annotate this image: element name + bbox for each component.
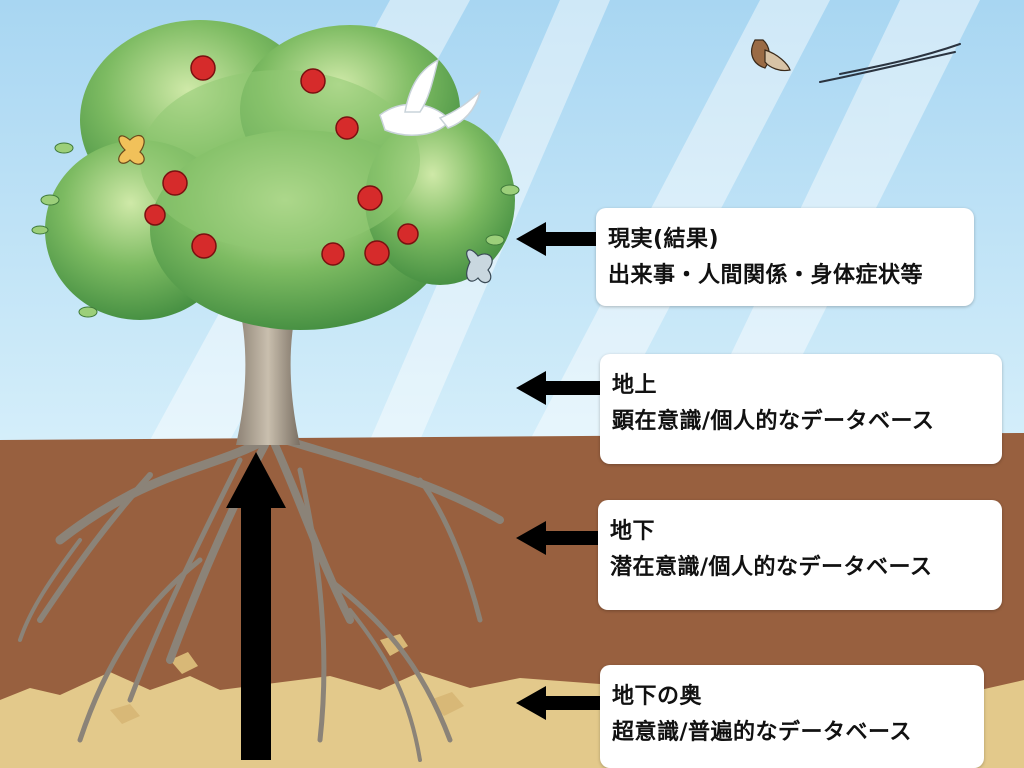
apple-icon [300, 68, 326, 94]
apple-icon [190, 55, 216, 81]
label-deep-title: 地下の奥 [612, 684, 703, 709]
motion-lines [819, 43, 961, 83]
label-ground: 地上 顕在意識/個人的なデータベース [600, 354, 1002, 464]
left-arrow-icon [516, 521, 600, 555]
left-arrow-icon [516, 222, 600, 256]
tree-trunk [236, 300, 300, 445]
apple-icon [191, 233, 217, 259]
left-arrow-icon [516, 686, 600, 720]
up-arrow-icon [226, 452, 286, 760]
butterfly-icon [466, 249, 493, 284]
apple-icon [335, 116, 359, 140]
tree-roots [18, 435, 504, 762]
butterfly-icon [118, 135, 145, 165]
left-arrow-icon [516, 371, 600, 405]
label-reality-detail: 出来事・人間関係・身体症状等 [608, 263, 924, 288]
apple-icon [321, 242, 345, 266]
label-reality-title: 現実(結果) [608, 227, 720, 252]
label-reality: 現実(結果) 出来事・人間関係・身体症状等 [596, 208, 974, 306]
label-deep-detail: 超意識/普遍的なデータベース [612, 720, 912, 745]
label-underground-detail: 潜在意識/個人的なデータベース [610, 555, 933, 580]
apple-icon [162, 170, 188, 196]
sand-stones [110, 634, 464, 724]
loose-leaves [31, 142, 520, 318]
dove-icon [379, 58, 482, 136]
label-ground-title: 地上 [612, 373, 658, 398]
apple-icon [364, 240, 390, 266]
label-ground-detail: 顕在意識/個人的なデータベース [612, 409, 935, 434]
apple-icon [144, 204, 166, 226]
apples [144, 55, 419, 266]
label-underground: 地下 潜在意識/個人的なデータベース [598, 500, 1002, 610]
apple-icon [397, 223, 419, 245]
flying-butterfly-icon [751, 39, 791, 72]
label-underground-title: 地下 [610, 519, 656, 544]
tree-canopy [45, 20, 515, 330]
label-deep-underground: 地下の奥 超意識/普遍的なデータベース [600, 665, 984, 768]
apple-icon [357, 185, 383, 211]
